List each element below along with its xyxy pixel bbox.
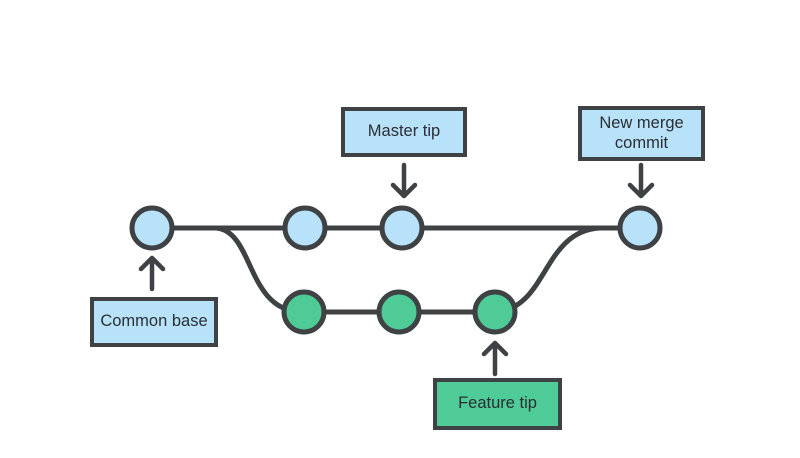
label-common-base: Common base bbox=[90, 297, 218, 347]
master-commit-1 bbox=[129, 205, 175, 251]
master-commit-4 bbox=[617, 205, 663, 251]
feature-commit-2 bbox=[376, 289, 422, 335]
feature-commit-1 bbox=[281, 289, 327, 335]
master-commit-2 bbox=[282, 205, 328, 251]
arrow-up-common-base bbox=[138, 255, 166, 292]
arrow-down-new-merge-commit bbox=[627, 162, 655, 199]
master-commit-3 bbox=[379, 205, 425, 251]
arrow-down-master-tip bbox=[390, 162, 418, 199]
feature-commit-3 bbox=[472, 289, 518, 335]
label-master-tip: Master tip bbox=[341, 107, 467, 157]
label-feature-tip: Feature tip bbox=[433, 378, 562, 430]
label-new-merge-commit: New merge commit bbox=[578, 106, 705, 161]
arrow-up-feature-tip bbox=[481, 340, 509, 377]
